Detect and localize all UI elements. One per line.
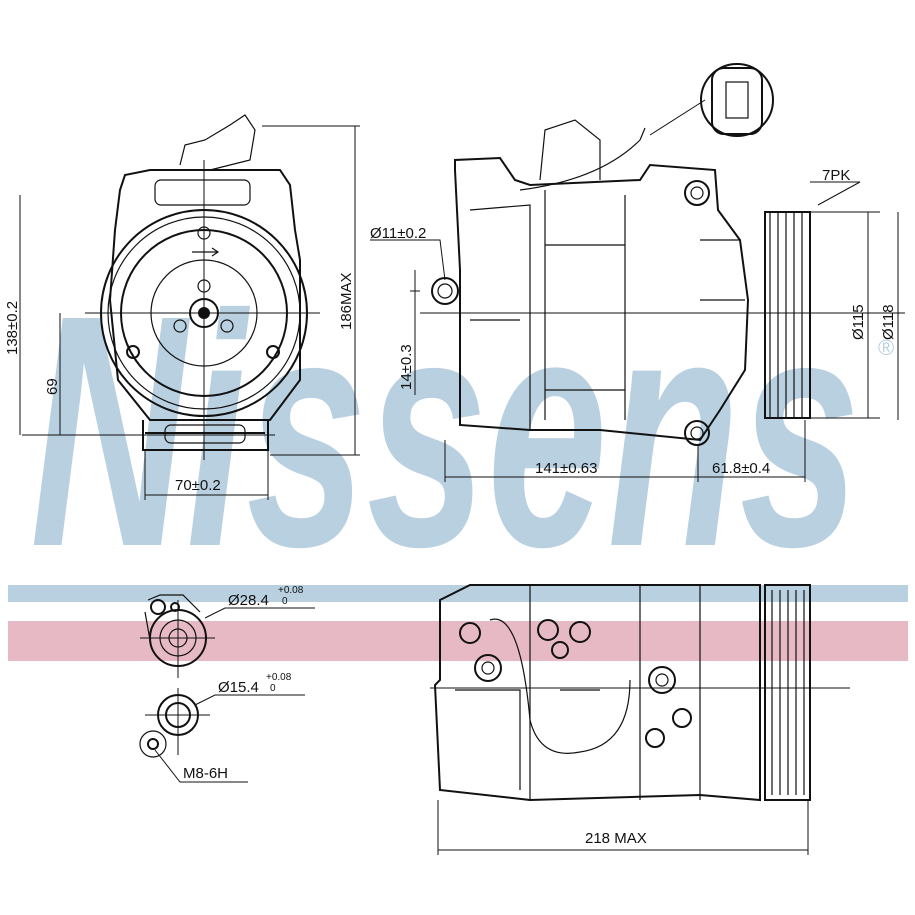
length-dim-label: 141±0.63 (535, 460, 597, 477)
side-view (370, 63, 905, 482)
small-port-dia-label: Ø15.4 (218, 679, 259, 696)
max-height-dim-label: 186MAX (338, 272, 355, 330)
pulley-inner-dia-label: Ø115 (850, 304, 867, 340)
large-port-dia-label: Ø28.4 (228, 592, 269, 609)
bottom-view (430, 584, 850, 855)
ports-detail (139, 594, 315, 783)
blue-stripe (8, 585, 908, 602)
large-port-tol-upper: +0.08 (278, 585, 304, 596)
pink-stripe (8, 621, 908, 661)
thread-label: M8-6H (183, 765, 228, 782)
pulley-offset-dim-label: 61.8±0.4 (712, 460, 770, 477)
registered-mark: ® (878, 335, 894, 360)
large-port-tol-lower: 0 (282, 596, 288, 607)
small-port-tol-upper: +0.08 (266, 672, 292, 683)
small-port-tol-lower: 0 (270, 683, 276, 694)
watermark-logo: Nissens (30, 246, 860, 615)
max-length-dim-label: 218 MAX (585, 830, 647, 847)
height-dim-label: 138±0.2 (4, 301, 21, 355)
offset-dim-label: 14±0.3 (398, 344, 415, 390)
bolt-hole-dim-label: Ø11±0.2 (370, 225, 426, 242)
belt-type-label: 7PK (822, 167, 850, 184)
axis-height-dim-label: 69 (44, 378, 61, 395)
mount-width-dim-label: 70±0.2 (175, 477, 221, 494)
pulley-outer-dia-label: Ø118 (880, 304, 897, 340)
front-view (19, 114, 360, 500)
